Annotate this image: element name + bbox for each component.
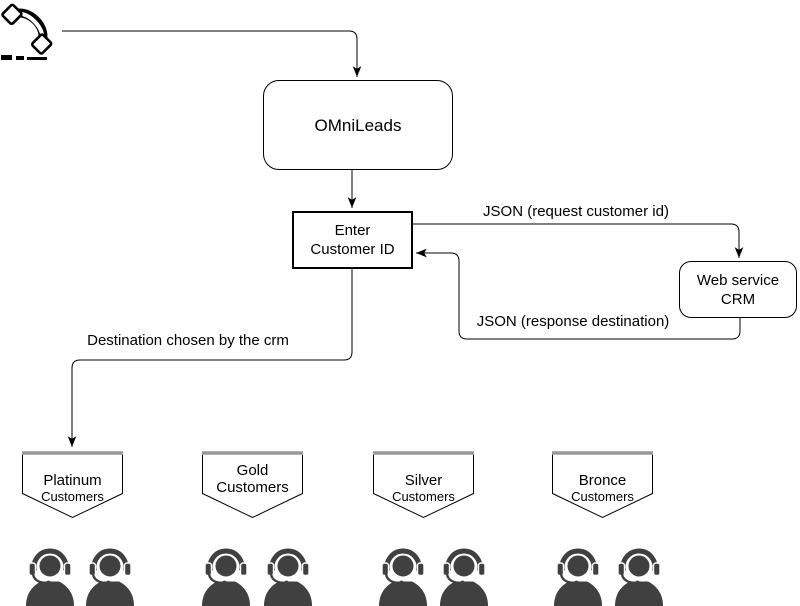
banner-shape [202,451,303,519]
edge-destination-to-platinum [67,269,353,447]
banner-gold: Gold Customers [202,451,303,519]
node-omnileads: OMniLeads [263,80,453,170]
phone-icon [1,3,53,60]
banner-gold-subtitle: Customers [216,479,289,496]
edge-phone-to-omnileads [62,30,362,77]
banner-shape [22,451,123,519]
node-enter-line1: Enter [334,222,371,239]
call-agent-icon [262,548,314,606]
edge-label-destination: Destination chosen by the crm [87,332,289,349]
edge-label-json-response: JSON (response destination) [476,313,670,330]
edge-label-json-request: JSON (request customer id) [483,203,669,220]
edge-request-to-crm [413,223,744,258]
call-agent-icon [84,548,136,606]
banner-bronce-title: Bronce [578,472,627,489]
node-enter-line2: Customer ID [310,241,395,258]
banner-platinum-title: Platinum [43,472,102,489]
call-agent-icon [438,548,490,606]
edge-response-to-enter [416,248,741,340]
banner-platinum: Platinum Customers [22,451,123,519]
call-agent-icon [552,548,604,606]
banner-silver: Silver Customers [373,451,474,519]
banner-shape [373,451,474,519]
node-web-service-crm: Web service CRM [679,261,797,318]
call-agent-icon [377,548,429,606]
call-agent-icon [200,548,252,606]
banner-silver-subtitle: Customers [392,489,455,504]
node-crm-line2: CRM [720,290,756,308]
banner-shape [552,451,653,519]
banner-bronce-subtitle: Customers [571,489,634,504]
banner-gold-title: Gold [236,462,269,479]
call-agent-icon [24,548,76,606]
banner-bronce: Bronce Customers [552,451,653,519]
node-crm-line1: Web service [696,271,780,289]
banner-silver-title: Silver [404,472,443,489]
call-agent-icon [613,548,665,606]
node-omnileads-label: OMniLeads [314,115,402,135]
node-enter-customer-id: Enter Customer ID [292,211,413,269]
banner-platinum-subtitle: Customers [41,489,104,504]
